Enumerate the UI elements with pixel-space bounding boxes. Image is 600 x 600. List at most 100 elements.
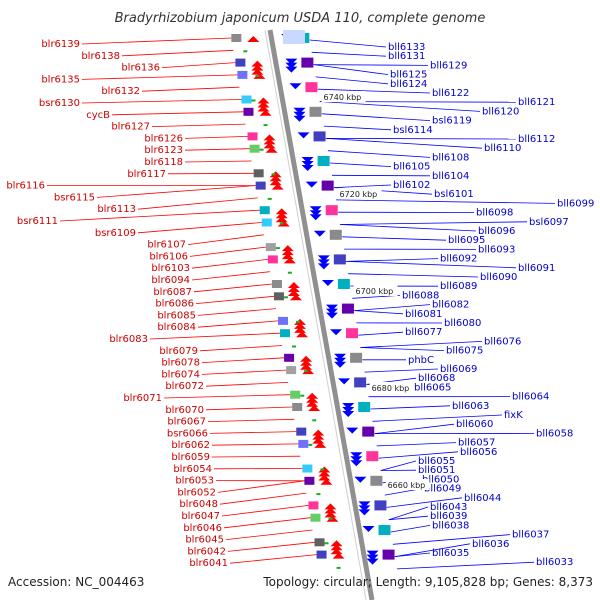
reverse-gene-block [301, 57, 314, 68]
right-leader-line [323, 125, 392, 131]
reverse-gene-arrow [321, 280, 334, 286]
forward-gene-arrow [257, 101, 270, 108]
map-title: Bradyrhizobium japonicum USDA 110, compl… [115, 11, 486, 26]
left-leader-line [121, 49, 234, 57]
left-leader-line [137, 222, 262, 234]
gene-tick [267, 197, 272, 200]
right-gene-labels: bll6133bll6131bll6129bll6125bll6124bll61… [309, 39, 594, 570]
reverse-gene-arrow [297, 132, 310, 139]
right-gene-label: bll6039 [430, 511, 467, 522]
left-gene-labels: blr6139blr6138blr6136blr6135blr6132bsr61… [6, 37, 317, 569]
gene-tick [292, 345, 297, 348]
right-leader-line [346, 258, 439, 262]
left-leader-line [184, 136, 248, 139]
right-gene-label: bll6044 [464, 493, 501, 504]
reverse-gene-arrow [334, 353, 347, 360]
right-leader-line [342, 236, 447, 241]
reverse-gene-block [309, 106, 322, 117]
right-gene-label: bll6096 [478, 226, 515, 237]
forward-gene-block [304, 476, 315, 485]
forward-gene-arrow [259, 109, 272, 116]
forward-gene-arrow [306, 396, 319, 403]
forward-gene-block [255, 181, 266, 190]
position-marker: 6700 kbp [356, 287, 394, 296]
right-gene-label: bll6124 [390, 79, 427, 90]
forward-gene-block [292, 403, 303, 411]
reverse-gene-arrow [362, 526, 375, 532]
left-leader-line [161, 62, 236, 68]
left-leader-line [151, 123, 246, 127]
reverse-gene-arrow [289, 83, 302, 90]
right-gene-label: bll6133 [388, 42, 425, 53]
forward-gene-arrow [306, 392, 319, 399]
forward-gene-arrow [332, 552, 345, 559]
left-leader-line [187, 234, 264, 245]
right-leader-line [321, 113, 431, 121]
left-leader-line [223, 517, 311, 529]
left-gene-label: blr6113 [97, 204, 136, 215]
right-gene-label: bll6043 [430, 502, 467, 513]
forward-gene-arrow [287, 290, 300, 296]
reverse-gene-arrow [325, 304, 338, 311]
right-leader-line [340, 221, 528, 225]
position-marker-bg [321, 91, 366, 102]
forward-gene-block [237, 70, 248, 79]
forward-gene-arrow [263, 134, 276, 141]
forward-gene-arrow [275, 212, 288, 219]
reverse-gene-block [378, 525, 391, 535]
forward-gene-block [249, 144, 260, 153]
right-gene-label: bll6033 [536, 557, 573, 568]
left-gene-label: blr6052 [177, 487, 216, 498]
right-leader-line [333, 184, 392, 188]
gene-tick [251, 99, 256, 102]
left-gene-label: bsr6066 [167, 428, 208, 439]
right-leader-line [388, 506, 429, 521]
right-leader-line [376, 442, 457, 447]
forward-gene-arrow [306, 400, 319, 407]
reverse-gene-block [321, 180, 334, 191]
right-gene-label: bll6089 [440, 281, 477, 292]
reverse-gene-arrow [334, 361, 347, 368]
forward-gene-arrow [269, 175, 282, 182]
reverse-gene-arrow [325, 312, 338, 319]
right-gene-label: bll6063 [452, 401, 489, 412]
forward-gene-arrow [324, 503, 337, 510]
reverse-gene-arrow [293, 107, 306, 114]
reverse-gene-arrow [301, 157, 314, 163]
gene-tick [283, 296, 288, 299]
left-leader-line [81, 37, 232, 45]
gene-tick [263, 124, 268, 127]
forward-gene-arrow [318, 474, 331, 481]
left-gene-label: blr6041 [189, 558, 228, 569]
forward-gene-arrow [263, 142, 276, 149]
right-leader-line [346, 261, 517, 269]
right-gene-label: bll6090 [480, 272, 517, 283]
left-gene-label: blr6042 [187, 546, 226, 557]
forward-gene-block [273, 292, 284, 301]
right-leader-line [388, 515, 429, 521]
left-gene-label: blr6127 [111, 122, 150, 133]
left-gene-label: blr6094 [151, 275, 190, 286]
left-leader-line [96, 185, 256, 198]
reverse-gene-arrow [342, 403, 355, 409]
left-leader-line [209, 431, 297, 434]
right-gene-label: bll6057 [458, 438, 495, 449]
left-gene-label: blr6059 [171, 452, 210, 463]
forward-gene-arrow [281, 245, 294, 252]
right-gene-label: bll6056 [460, 447, 497, 458]
right-leader-line [360, 347, 445, 351]
right-gene-label: bll6099 [557, 198, 594, 209]
forward-gene-arrow [312, 433, 325, 440]
gene-tick [295, 320, 300, 323]
forward-gene-block [277, 316, 288, 325]
forward-gene-arrow [263, 138, 276, 145]
right-leader-line [331, 174, 431, 177]
forward-gene-arrow [308, 405, 321, 411]
forward-gene-block [253, 169, 264, 178]
left-leader-line [227, 541, 315, 552]
forward-gene-block [259, 206, 270, 215]
right-leader-line [325, 138, 483, 149]
forward-gene-block [235, 58, 246, 67]
reverse-gene-block [313, 131, 326, 142]
forward-gene-block [271, 280, 282, 288]
